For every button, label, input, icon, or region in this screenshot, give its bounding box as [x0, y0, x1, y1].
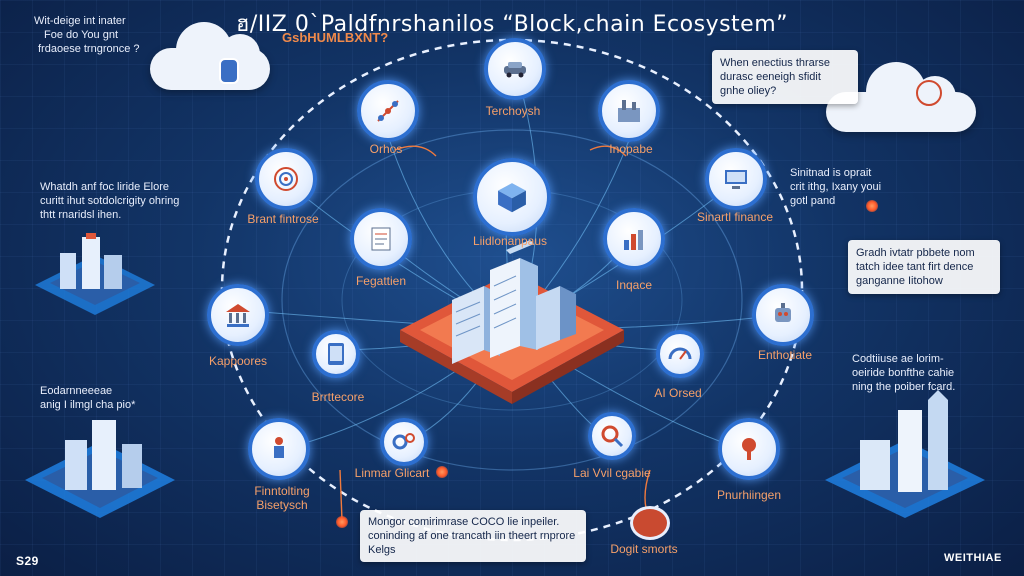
computer-icon	[725, 170, 747, 189]
label-lai-val: Lai Vvil cgabie	[573, 466, 651, 480]
node-brrttecore[interactable]	[312, 330, 360, 378]
glow-dot	[866, 200, 878, 212]
note-line: gnhe oliey?	[720, 85, 777, 97]
person-icon	[219, 58, 239, 84]
node-inqace[interactable]	[603, 208, 665, 270]
note-line: anig I ilmgl cha pio*	[40, 399, 136, 411]
chart-icon	[624, 230, 643, 250]
right-building	[825, 390, 985, 518]
note-line: Codtiiuse ae lorim-	[852, 353, 944, 365]
note-line: oeiride bonfthe cahie	[852, 367, 955, 379]
note-top-left: Wit-deige int inater Foe do You gnt frda…	[34, 14, 140, 56]
node-pnurhiingen[interactable]	[718, 418, 780, 480]
node-techposh[interactable]	[484, 38, 546, 100]
node-enthotiate[interactable]	[752, 284, 814, 346]
cloud-top-left	[150, 22, 270, 90]
logo-right: WEITHIAE	[944, 552, 1002, 564]
car-icon	[504, 62, 526, 78]
note-bottom-box: Mongor comirimrase COCO lie inpeiler. co…	[360, 510, 586, 562]
label-inopabe: Inopabe	[609, 142, 653, 156]
label-kappoores: Kappoores	[208, 354, 268, 368]
note-line: Mongor comirimrase COCO lie inpeiler.	[368, 516, 560, 528]
node-fegartien[interactable]	[350, 208, 412, 270]
key-icon	[742, 438, 756, 460]
note-line: When enectius thrarse	[720, 57, 831, 69]
label-orthos: Orhos	[369, 142, 403, 156]
gears-icon	[392, 433, 415, 450]
note-low-right: Codtiiuse ae lorim- oeiride bonfthe cahi…	[852, 352, 955, 394]
node-linmar-glicart[interactable]	[380, 418, 428, 466]
node-smart-finance[interactable]	[705, 148, 767, 210]
inner-ring	[281, 129, 743, 471]
left-building-top	[35, 233, 155, 315]
note-line: ganganne Iitohow	[856, 275, 943, 287]
robot-icon	[775, 303, 791, 322]
note-line: crit ithg, Ixany youi	[790, 181, 882, 193]
label-brrttecore: Brrttecore	[311, 390, 365, 404]
note-right-box: Gradh ivtatr pbbete nom tatch idee tant …	[848, 240, 1000, 294]
label-bottom: Dogit smorts	[610, 542, 678, 556]
note-line: Gradh ivtatr pbbete nom	[856, 247, 975, 259]
label-brant-fintrose: Brant fintrose	[247, 212, 319, 226]
node-kappoores[interactable]	[207, 284, 269, 346]
central-buildings	[452, 240, 576, 364]
node-orthos[interactable]	[357, 80, 419, 142]
node-fintrolting[interactable]	[248, 418, 310, 480]
label-ai-orsed: AI Orsed	[654, 386, 702, 400]
node-lai-val[interactable]	[588, 412, 636, 460]
note-line: Foe do You gnt	[44, 29, 119, 41]
node-ai-orsed[interactable]	[656, 330, 704, 378]
document-icon	[371, 227, 391, 251]
node-center-hub[interactable]	[473, 158, 551, 236]
globe-icon	[916, 80, 942, 106]
label-inqace: Inqace	[615, 278, 653, 292]
note-line: gotl pand	[790, 195, 836, 207]
label-techposh: Terchoysh	[485, 104, 541, 118]
note-mid-left: Whatdh anf foc liride Elore curitt ihut …	[40, 180, 179, 222]
label-fintrolting: Finntolting Bisetysch	[254, 484, 310, 512]
glow-dot	[336, 516, 348, 528]
note-line: thtt rnaridsl ihen.	[40, 209, 122, 221]
label-center-hub: Liidlonanpaus	[472, 234, 548, 248]
network-icon	[377, 100, 399, 122]
label-linmar-glicart: Linmar Glicart	[354, 466, 430, 480]
note-mid-right: Sinitnad is oprait crit ithg, Ixany youi…	[790, 166, 881, 208]
node-inopabe[interactable]	[598, 80, 660, 142]
note-line: tatch idee tant firt dence	[856, 261, 974, 273]
target-icon	[274, 167, 298, 191]
node-brant-fintrose[interactable]	[255, 148, 317, 210]
bottom-pin	[630, 506, 670, 540]
bank-icon	[226, 304, 250, 327]
glow-dot	[436, 466, 448, 478]
left-building-bottom	[25, 420, 175, 518]
cube-icon	[498, 183, 526, 213]
note-low-left: Eodarnneeeae anig I ilmgl cha pio*	[40, 384, 135, 412]
note-line: coninding af one trancath iin theert rnp…	[368, 530, 576, 542]
logo-left: S29	[16, 554, 39, 568]
note-line: Kelgs	[368, 544, 396, 556]
label-enthotiate: Enthotiate	[757, 348, 813, 362]
note-line: Eodarnneeeae	[40, 385, 113, 397]
label-pnurhiingen: Pnurhiingen	[716, 488, 782, 502]
note-top-right: When enectius thrarse durasc eeneigh sfi…	[712, 50, 858, 104]
note-line: ning the poiber fcard.	[852, 381, 956, 393]
note-line: frdaoese trngronce ?	[38, 43, 140, 55]
note-line: Wit-deige int inater	[34, 15, 126, 27]
label-fegartien: Fegattien	[355, 274, 407, 288]
tablet-icon	[328, 343, 344, 365]
gauge-icon	[668, 347, 692, 360]
note-line: curitt ihut sotdolcrigity ohring	[40, 195, 180, 207]
page-title: ฮ/IIZ 0`Paldfnrshanilos “Block,chain Eco…	[235, 12, 789, 37]
note-line: durasc eeneigh sfidit	[720, 71, 821, 83]
label-smart-finance: Sinartl finance	[696, 210, 774, 224]
factory-icon	[618, 100, 640, 122]
note-line: Sinitnad is oprait	[790, 167, 872, 179]
magnifier-icon	[601, 425, 624, 448]
note-line: Whatdh anf foc liride Elore	[40, 181, 170, 193]
page-subtitle: GsbHUMLBXNT?	[282, 30, 389, 45]
figure-icon	[274, 437, 284, 458]
